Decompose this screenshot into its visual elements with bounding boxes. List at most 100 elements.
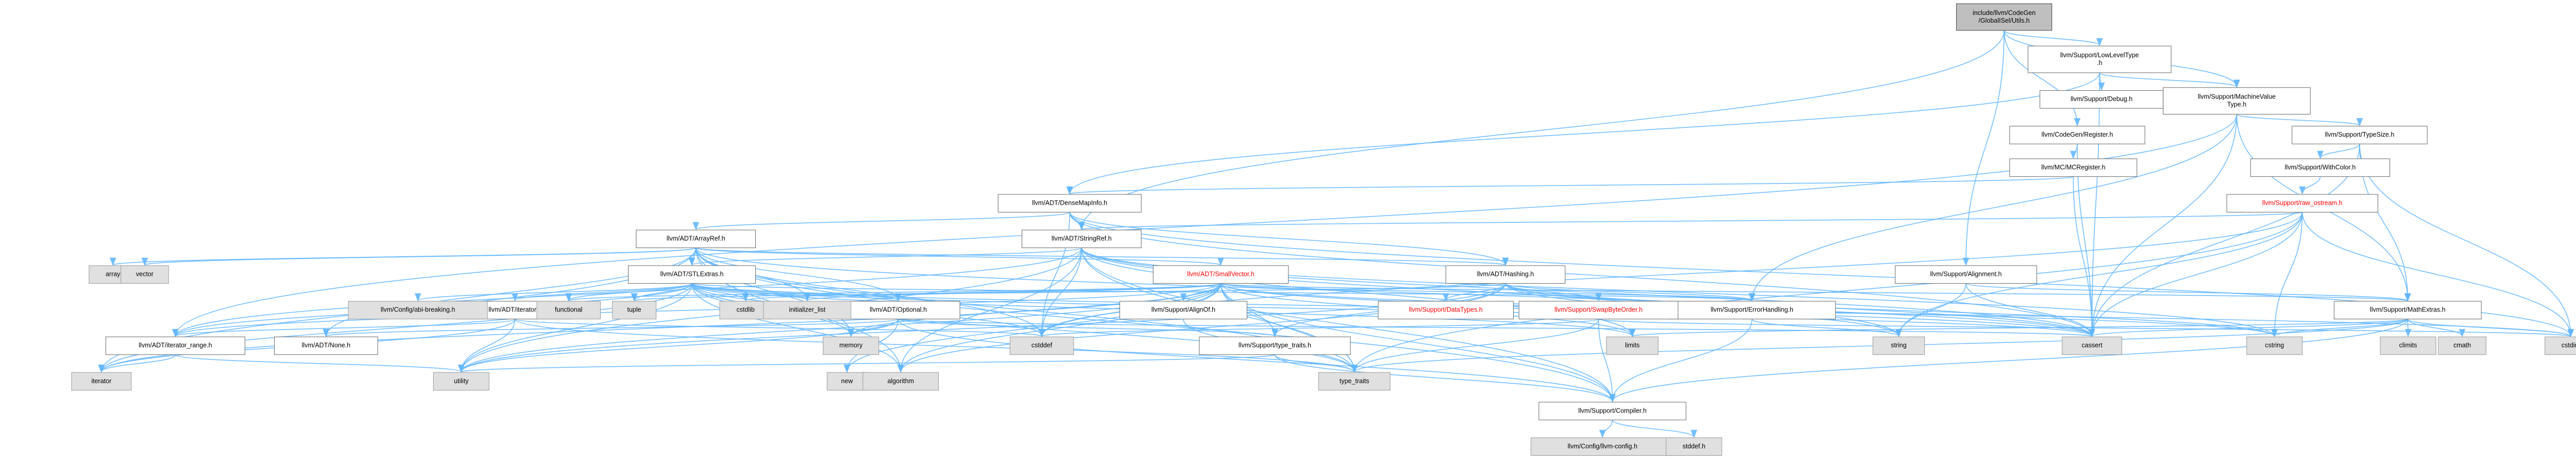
edge-smallvector-to-algorithm: [897, 283, 1222, 373]
node-box: [1199, 336, 1351, 355]
edge-mathextras-to-cassert: [2089, 318, 2409, 337]
node-label: iterator: [91, 377, 111, 385]
node-box: [2009, 126, 2145, 144]
node-cmath: cmath: [2438, 336, 2486, 355]
node-tuple: tuple: [612, 301, 656, 320]
node-box: [1894, 265, 2037, 284]
node-box: [1956, 3, 2053, 31]
edge-stringref-to-algorithm: [897, 248, 1082, 373]
node-label: llvm/ADT/ArrayRef.h: [667, 235, 725, 242]
edge-smallvector-to-iteratorstd: [98, 283, 1222, 373]
node-withcolor[interactable]: llvm/Support/WithColor.h: [2250, 158, 2391, 177]
node-typetraitsstd: type_traits: [1318, 372, 1391, 391]
edge-stringref-to-compiler: [1081, 248, 1616, 403]
node-typetraits[interactable]: llvm/Support/type_traits.h: [1199, 336, 1351, 355]
node-label: llvm/ADT/iterator_range.h: [139, 342, 212, 349]
node-arrayref[interactable]: llvm/ADT/ArrayRef.h: [636, 229, 756, 249]
node-label: llvm/Support/raw_ostream.h: [2262, 200, 2343, 207]
node-cstdint: cstdint: [2545, 336, 2576, 355]
node-box: [2246, 336, 2303, 355]
edge-arrayref-to-smallvector: [695, 247, 1224, 266]
edge-densemapinfo-to-arrayref: [692, 211, 1070, 231]
edge-densemapinfo-to-hashing: [1069, 212, 1509, 266]
node-stlextras[interactable]: llvm/ADT/STLExtras.h: [628, 265, 756, 284]
node-box: [2250, 158, 2391, 177]
node-densemapinfo[interactable]: llvm/ADT/DenseMapInfo.h: [997, 194, 1142, 212]
edge-optional-to-cassert: [897, 318, 2094, 337]
node-iteratorstd: iterator: [71, 372, 132, 391]
node-datatypes[interactable]: llvm/Support/DataTypes.h: [1378, 301, 1514, 320]
node-none[interactable]: llvm/ADT/None.h: [274, 336, 378, 355]
node-label: llvm/Support/TypeSize.h: [2325, 131, 2395, 138]
node-stringref[interactable]: llvm/ADT/StringRef.h: [1022, 229, 1142, 249]
node-smallvector[interactable]: llvm/ADT/SmallVector.h: [1153, 265, 1289, 284]
node-box: [1445, 265, 1566, 284]
node-limits: limits: [1606, 336, 1658, 355]
edge-stlextras-to-initlist: [691, 283, 810, 302]
node-mathextras[interactable]: llvm/Support/MathExtras.h: [2334, 301, 2482, 320]
edge-smallvector-to-initlist: [804, 283, 1222, 302]
node-label: llvm/CodeGen/Register.h: [2042, 131, 2113, 138]
node-box: [997, 194, 1142, 212]
node-lowlevel[interactable]: llvm/Support/LowLevelType.h: [2027, 45, 2172, 73]
node-vector: vector: [121, 265, 169, 284]
node-box: [836, 301, 960, 320]
node-label: utility: [454, 377, 469, 385]
node-alignof[interactable]: llvm/Support/AlignOf.h: [1119, 301, 1247, 320]
node-label: climits: [2399, 342, 2417, 349]
edge-stlextras-to-functional: [565, 283, 692, 302]
node-box: [2027, 45, 2172, 73]
node-box: [1668, 301, 1836, 320]
node-label: string: [1891, 342, 1907, 349]
node-box: [1318, 372, 1391, 391]
node-label: llvm/Support/ErrorHandling.h: [1710, 306, 1793, 314]
node-cstddef: cstddef: [1009, 336, 1074, 355]
node-stddef: stddef.h: [1666, 437, 1722, 456]
node-box: [274, 336, 378, 355]
node-iteratorrange[interactable]: llvm/ADT/iterator_range.h: [105, 336, 245, 355]
node-mcregister[interactable]: llvm/MC/MCRegister.h: [2009, 158, 2138, 177]
node-label: llvm/Support/WithColor.h: [2285, 163, 2356, 171]
node-box: [105, 336, 245, 355]
node-box: [1518, 301, 1679, 320]
edge-smallvector-to-functional: [566, 283, 1222, 302]
node-label: llvm/ADT/SmallVector.h: [1187, 271, 1255, 278]
node-label: include/llvm/CodeGen: [1973, 9, 2036, 17]
node-label: tuple: [627, 306, 641, 314]
node-rawostream[interactable]: llvm/Support/raw_ostream.h: [2226, 194, 2378, 212]
edge-optional-to-none: [323, 318, 899, 337]
edge-swapbyteorder-to-cstddef: [1039, 318, 1599, 337]
node-register[interactable]: llvm/CodeGen/Register.h: [2009, 126, 2145, 144]
edge-optional-to-compiler: [897, 319, 1616, 403]
node-box: [1531, 437, 1674, 456]
edge-typesize-to-cstdint: [2359, 144, 2574, 337]
edge-root-to-register: [2004, 30, 2081, 127]
node-hashing[interactable]: llvm/ADT/Hashing.h: [1445, 265, 1566, 284]
node-swapbyteorder[interactable]: llvm/Support/SwapByteOrder.h: [1518, 301, 1679, 320]
edge-root-to-alignment: [1962, 30, 2005, 266]
node-debug[interactable]: llvm/Support/Debug.h: [2039, 90, 2164, 109]
edge-smallvector-to-mathextras: [1220, 283, 2410, 302]
node-label: llvm/MC/MCRegister.h: [2041, 163, 2105, 171]
node-label: llvm/Support/MathExtras.h: [2370, 306, 2446, 314]
node-box: [2062, 336, 2122, 355]
node-typesize[interactable]: llvm/Support/TypeSize.h: [2292, 126, 2428, 144]
node-optional[interactable]: llvm/ADT/Optional.h: [836, 301, 960, 320]
edge-stlextras-to-utility: [457, 283, 692, 373]
edge-smallvector-to-memory: [848, 283, 1222, 337]
node-label: llvm/Support/SwapByteOrder.h: [1554, 306, 1642, 314]
node-box: [433, 372, 489, 391]
node-alignment[interactable]: llvm/Support/Alignment.h: [1894, 265, 2037, 284]
edge-stlextras-to-abibreaking: [415, 283, 692, 302]
node-box: [2226, 194, 2378, 212]
node-box: [1009, 336, 1074, 355]
node-label: llvm/Support/DataTypes.h: [1409, 306, 1483, 314]
node-errorhandling[interactable]: llvm/Support/ErrorHandling.h: [1668, 301, 1836, 320]
node-compiler[interactable]: llvm/Support/Compiler.h: [1538, 402, 1687, 420]
node-root[interactable]: include/llvm/CodeGen/GlobalISel/Utils.h: [1956, 3, 2053, 31]
node-cstring: cstring: [2246, 336, 2303, 355]
edge-arrayref-to-array: [110, 247, 697, 266]
node-box: [1378, 301, 1514, 320]
